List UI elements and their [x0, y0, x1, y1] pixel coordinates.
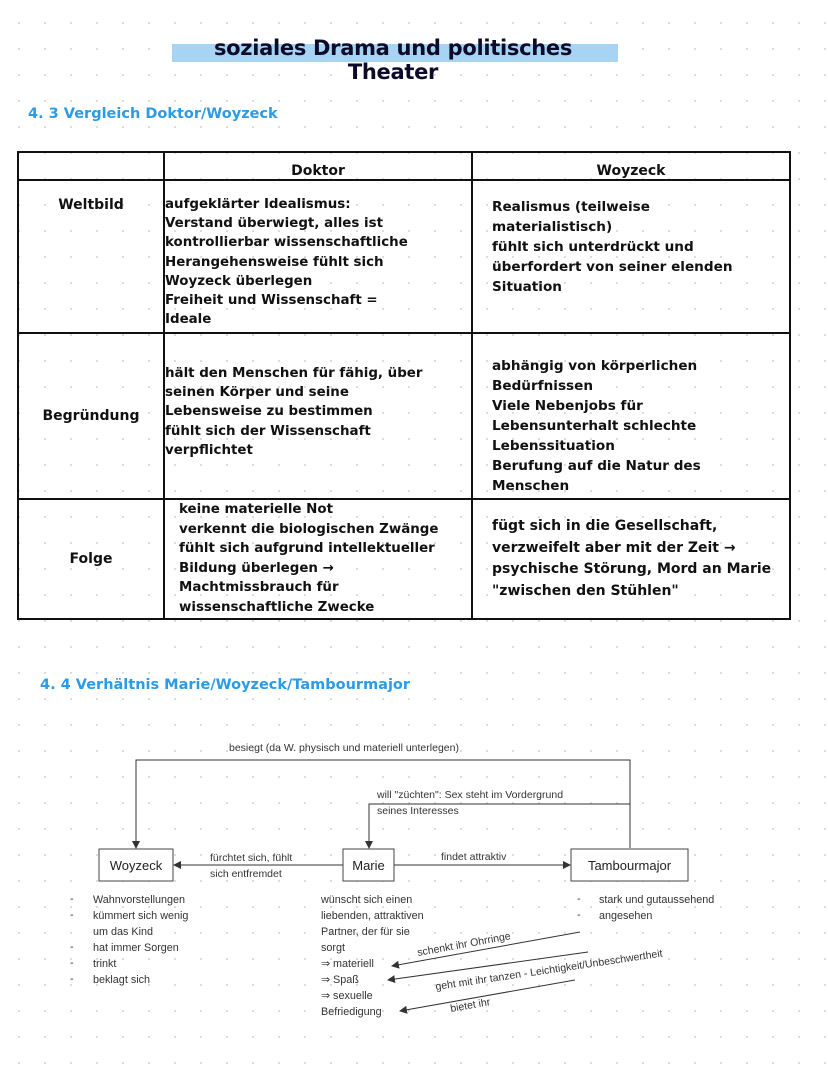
section-heading-verhaeltnis: 4. 4 Verhältnis Marie/Woyzeck/Tambourmaj…	[40, 677, 411, 693]
table-row-weltbild: Weltbild aufgeklärter Idealismus: Versta…	[17, 179, 791, 334]
bullet-dash: -	[70, 909, 74, 921]
node-label-tambourmajor: Tambourmajor	[588, 858, 672, 873]
comparison-table: Doktor Woyzeck Weltbild aufgeklärter Ide…	[17, 151, 791, 620]
table-row-folge: Folge keine materielle Not verkennt die …	[17, 498, 791, 620]
edge-label-zuechten-1: will "züchten": Sex steht im Vordergrund	[376, 789, 563, 801]
node-label-marie: Marie	[352, 858, 385, 873]
edge-label-fuerchtet-2: sich entfremdet	[210, 868, 282, 880]
woyzeck-note-item: hat immer Sorgen	[93, 942, 179, 954]
marie-notes: wünscht sich einen liebenden, attraktive…	[321, 894, 424, 1018]
node-tambourmajor: Tambourmajor	[570, 848, 689, 882]
cell-woyzeck-begruendung: abhängig von körperlichen Bedürfnissen V…	[471, 332, 791, 500]
row-label-folge: Folge	[17, 498, 165, 620]
edge-label-besiegt: besiegt (da W. physisch und materiell un…	[229, 742, 459, 754]
table-header-doktor: Doktor	[163, 151, 473, 181]
page-title: soziales Drama und politisches Theater	[213, 36, 573, 84]
edge-tanzen	[387, 951, 589, 983]
cell-doktor-weltbild: aufgeklärter Idealismus: Verstand überwi…	[163, 179, 473, 334]
woyzeck-note-item: beklagt sich	[93, 974, 151, 986]
edge-label-findet: findet attraktiv	[441, 851, 507, 863]
table-header-woyzeck: Woyzeck	[471, 151, 791, 181]
woyzeck-note-item: Wahnvorstellungen	[93, 894, 186, 906]
bullet-dash: -	[70, 957, 74, 969]
title-highlight	[172, 44, 618, 62]
woyzeck-note-item: kümmert sich wenig um das Kind	[93, 910, 189, 938]
node-marie: Marie	[342, 848, 395, 882]
tambour-note-item: stark und gutaussehend	[599, 894, 715, 906]
node-woyzeck: Woyzeck	[98, 848, 174, 882]
edge-ohrringe	[391, 931, 581, 969]
cell-woyzeck-weltbild: Realismus (teilweise materialistisch) fü…	[471, 179, 791, 334]
woyzeck-note-item: trinkt	[93, 958, 117, 970]
cell-woyzeck-folge: fügt sich in die Gesellschaft, verzweife…	[471, 498, 791, 620]
edge-label-tanzen: geht mit ihr tanzen - Leichtigkeit/Unbes…	[435, 948, 664, 993]
node-label-woyzeck: Woyzeck	[110, 858, 163, 873]
row-label-begruendung: Begründung	[17, 332, 165, 500]
bullet-dash: -	[577, 909, 581, 921]
section-heading-vergleich: 4. 3 Vergleich Doktor/Woyzeck	[28, 106, 278, 122]
bullet-dash: -	[70, 941, 74, 953]
table-header-empty	[17, 151, 165, 181]
edge-bietet	[399, 979, 576, 1014]
edge-zuechten	[365, 803, 631, 849]
edge-label-ohrringe: schenkt ihr Ohrringe	[416, 930, 511, 959]
edge-label-fuerchtet-1: fürchtet sich, fühlt	[210, 852, 292, 864]
table-header-row: Doktor Woyzeck	[17, 151, 791, 181]
bullet-dash: -	[577, 893, 581, 905]
cell-doktor-folge: keine materielle Not verkennt die biolog…	[163, 498, 473, 620]
edge-label-bietet: bietet ihr	[449, 996, 491, 1015]
cell-doktor-begruendung: hält den Menschen für fähig, über seinen…	[163, 332, 473, 500]
tambour-note-item: angesehen	[599, 910, 653, 922]
edge-label-zuechten-2: seines Interesses	[377, 805, 459, 817]
row-label-weltbild: Weltbild	[17, 179, 165, 334]
bullet-dash: -	[70, 973, 74, 985]
table-row-begruendung: Begründung hält den Menschen für fähig, …	[17, 332, 791, 500]
bullet-dash: -	[70, 893, 74, 905]
